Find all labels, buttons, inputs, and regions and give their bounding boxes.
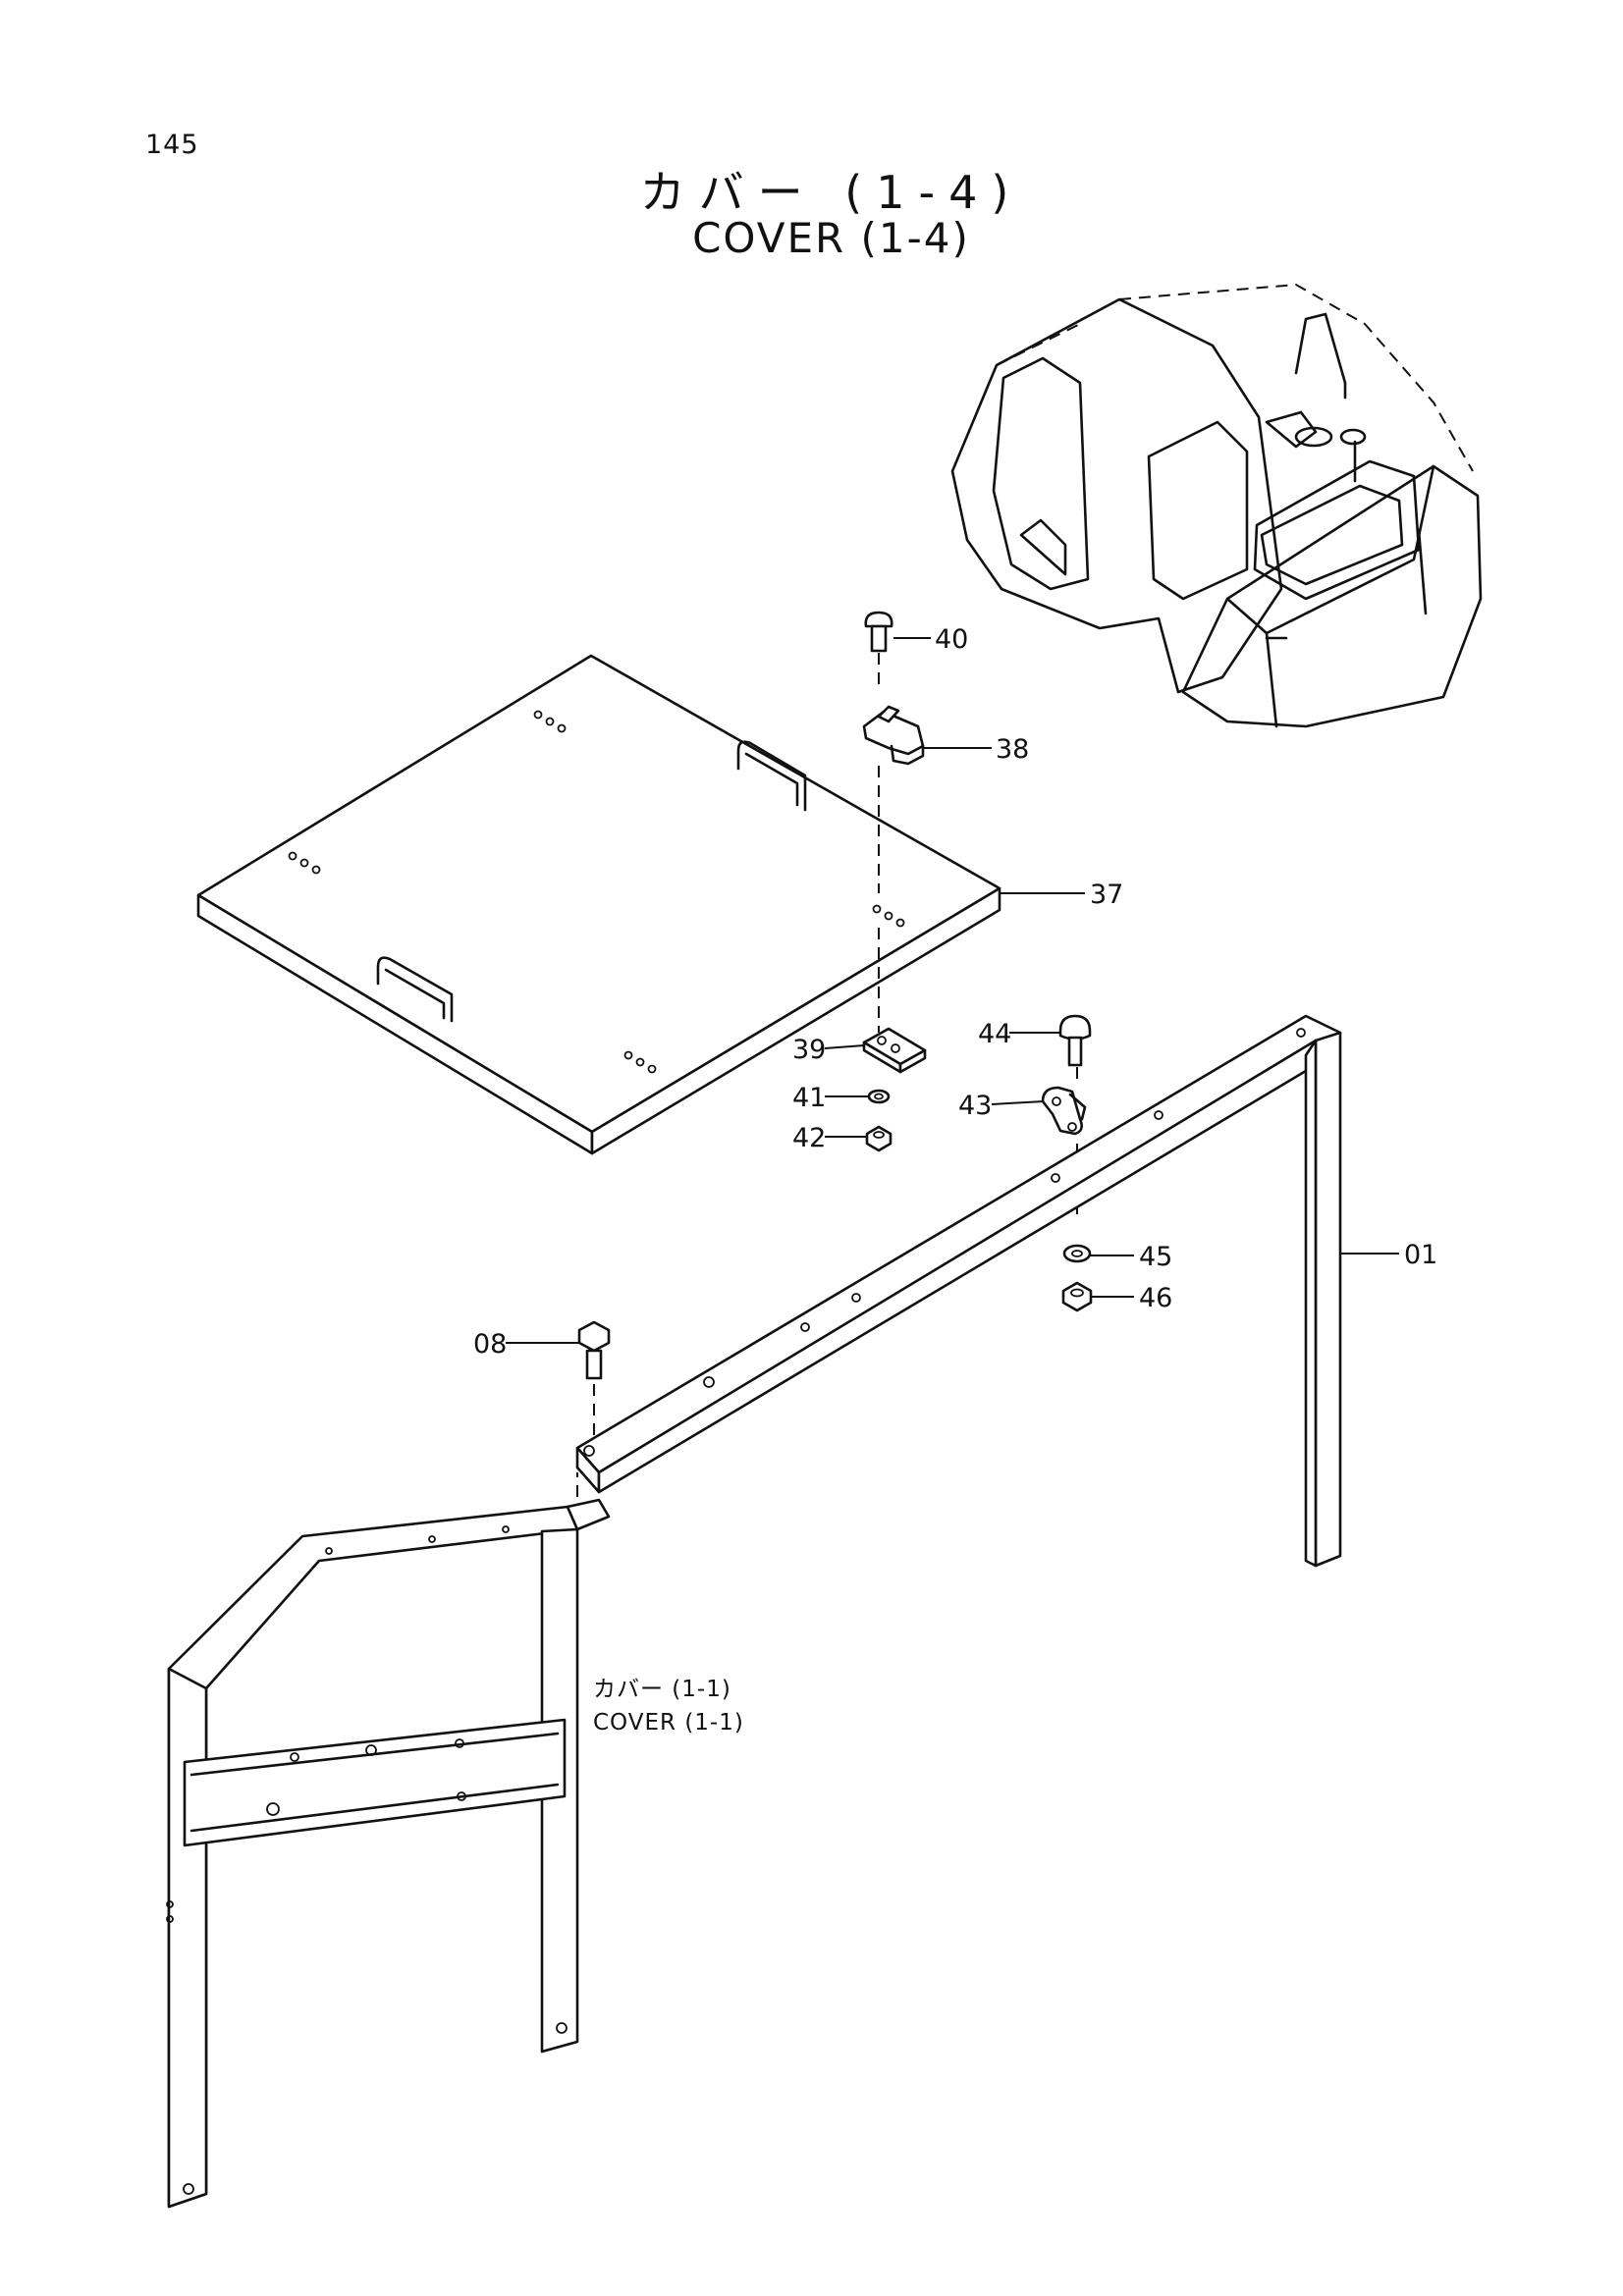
callout-45: 45 <box>1139 1242 1172 1272</box>
latch-icon <box>862 705 925 766</box>
excavator-overview-icon <box>950 283 1483 728</box>
callout-labels: 40 38 37 39 41 42 44 43 45 46 01 08 <box>473 624 1437 1360</box>
callout-01: 01 <box>1404 1240 1437 1270</box>
callout-41: 41 <box>792 1083 826 1113</box>
frame-icon <box>575 1014 1342 1568</box>
callout-42: 42 <box>792 1123 826 1153</box>
reference-label-japanese: カバー (1-1) <box>593 1677 731 1702</box>
page-number: 145 <box>145 130 199 160</box>
callout-44: 44 <box>978 1019 1011 1049</box>
cover-plate-icon <box>196 654 1001 1155</box>
callout-37: 37 <box>1090 880 1123 910</box>
nut-46-icon <box>1061 1281 1093 1312</box>
washer-45-icon <box>1062 1244 1092 1263</box>
title-japanese: カバー (1-4) <box>639 166 1023 219</box>
callout-40: 40 <box>935 624 968 655</box>
callout-38: 38 <box>996 734 1029 765</box>
bolt-icon <box>864 611 893 692</box>
bracket-plate-icon <box>862 1027 927 1074</box>
callout-39: 39 <box>792 1035 826 1065</box>
washer-icon <box>867 1089 891 1104</box>
bolt-44-icon <box>1058 1014 1092 1067</box>
bracket-43-icon <box>1041 1086 1087 1136</box>
callout-43: 43 <box>958 1091 992 1121</box>
callout-46: 46 <box>1139 1283 1172 1313</box>
bolt-08-icon <box>577 1320 611 1438</box>
reference-label-english: COVER (1-1) <box>593 1710 744 1735</box>
leader-lines <box>506 637 1399 1344</box>
nut-icon <box>865 1125 893 1152</box>
callout-08: 08 <box>473 1329 507 1360</box>
reference-frame-icon <box>166 1472 611 2209</box>
title-english: COVER (1-4) <box>692 214 970 262</box>
